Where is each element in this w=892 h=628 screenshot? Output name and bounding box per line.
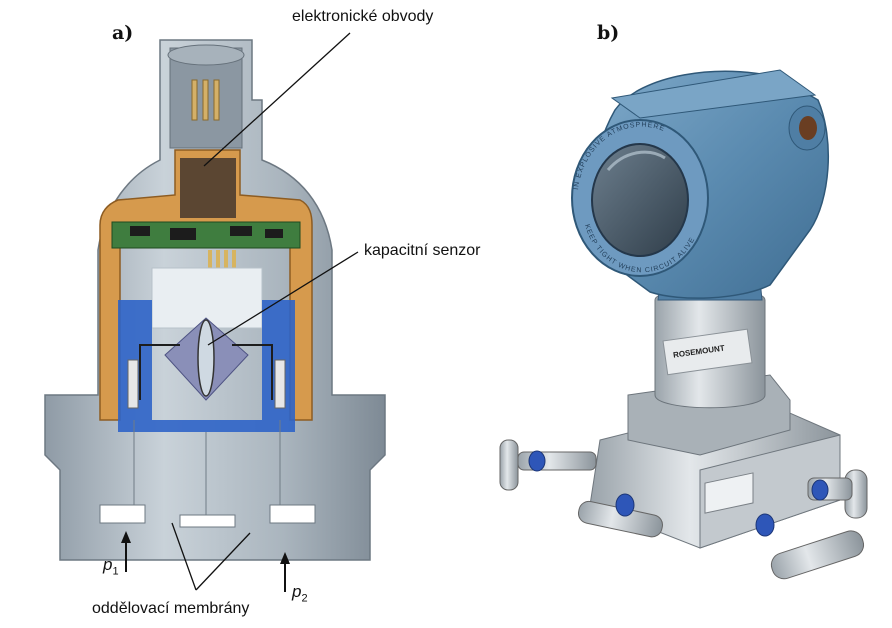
callout-membranes: oddělovací membrány bbox=[92, 600, 250, 617]
connector-pins bbox=[191, 79, 220, 121]
leader-lines bbox=[171, 32, 359, 591]
panel-label-a: a) bbox=[112, 22, 134, 44]
callout-electronics: elektronické obvody bbox=[292, 8, 434, 25]
label-p2: p2 bbox=[292, 582, 308, 605]
transmitter-photo: ROSEMOUNT IN EXPLOSIVE ATMOSPHERE KEEP T… bbox=[499, 69, 868, 580]
label-p1: p1 bbox=[103, 555, 119, 578]
callout-sensor: kapacitní senzor bbox=[364, 242, 481, 259]
sensor-cutaway bbox=[44, 39, 386, 561]
pressure-arrow-p2 bbox=[280, 552, 290, 592]
fill-oil bbox=[118, 300, 295, 432]
panel-label-b: b) bbox=[597, 22, 620, 44]
pressure-arrow-p1 bbox=[121, 531, 131, 572]
